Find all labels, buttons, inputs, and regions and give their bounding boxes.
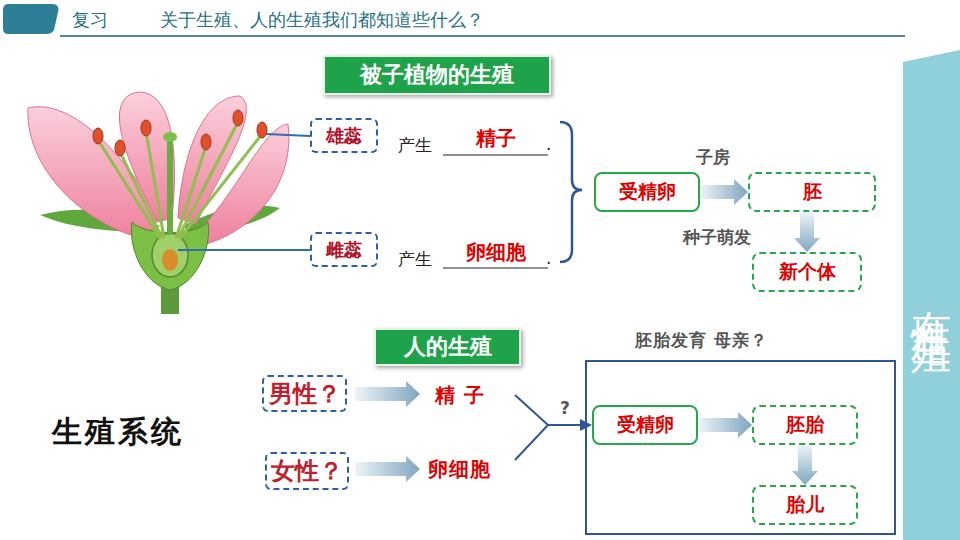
question-box: 男性？ [262,375,347,412]
node-text: 胎儿 [786,492,824,518]
stage-box: 受精卵 [594,172,700,212]
block-arrow [792,445,818,485]
node-text: 男性？ [269,378,341,410]
gamete-label: 精 子 [435,382,485,409]
section-header: 人的生殖 [374,328,521,366]
section-header: 被子植物的生殖 [323,55,551,95]
block-arrow [794,212,820,252]
node-text: 雄蕊 [326,124,362,148]
stamen-filament [178,122,238,238]
node-text: 被子植物的生殖 [360,60,514,90]
prompt-text: 产生 [398,134,432,157]
flower-petal [28,107,158,240]
stage-box: 胚胎 [752,405,858,445]
flower-receptacle [131,222,208,290]
stage-box: 胎儿 [752,485,858,525]
flower-style [167,140,173,235]
node-text: 胚胎发育 母亲？ [635,329,768,352]
stamen-filament [98,140,160,238]
blank-underline [443,268,548,269]
flower-ovary [152,233,188,277]
stage-box: 胚 [748,172,876,212]
header-rule [60,35,905,37]
block-arrow [700,179,748,205]
stamen-anther [93,128,103,144]
flower-ovule [162,249,178,271]
stamen-filament [120,152,162,238]
flower-petal [119,92,174,222]
leader-line [266,134,310,136]
punctuation: . [546,134,551,154]
group-frame: 胚胎发育 母亲？受精卵胚胎胎儿 [585,360,896,535]
node-text: 受精卵 [617,412,674,438]
stamen-filament [180,134,262,238]
flower-petal [178,96,246,224]
stamen-anther [257,122,267,138]
topic-label: 生殖系统 [52,412,184,453]
flower-illustration [28,92,289,314]
answer-text: 卵细胞 [443,239,548,266]
stamen-anther [115,140,125,156]
question-box: 女性？ [265,452,349,490]
stamen-filament [146,132,164,238]
stage-box: 新个体 [752,252,862,292]
blank-underline [443,155,548,156]
question-mark: ? [560,398,570,418]
header-tab [3,4,58,34]
stamen-anther [201,134,211,150]
edge-label: 子房 [696,146,730,169]
node-text: 受精卵 [619,179,676,205]
block-arrow [698,412,752,438]
stamen-anther [233,110,243,126]
stamen-filament [176,146,206,238]
stamen-anther [141,120,151,136]
node-text: 有性生殖 [904,279,959,311]
node-text: 雌蕊 [326,238,362,262]
slide-title: 关于生殖、人的生殖我们都知道些什么？ [160,8,484,32]
leader-line [178,249,310,251]
block-arrow [355,456,420,482]
node-text: 胚 [803,179,822,205]
stage-box: 受精卵 [592,405,698,445]
merge-line [515,395,548,460]
section-tag: 复习 [72,8,108,32]
answer-text: 精子 [443,125,548,152]
punctuation: . [546,248,551,268]
curly-bracket [560,122,582,262]
organ-box: 雌蕊 [310,232,378,267]
node-text: 人的生殖 [404,332,492,362]
flower-sepal [182,205,280,232]
node-text: 新个体 [779,259,836,285]
edge-label: 种子萌发 [683,226,751,249]
merge-line [548,424,584,426]
prompt-text: 产生 [398,248,432,271]
flower-petal [192,124,289,246]
block-arrow [355,381,420,407]
flower-stem [161,272,179,314]
organ-box: 雄蕊 [310,118,378,153]
node-text: 胚胎 [786,412,824,438]
flower-stigma [163,132,177,142]
gamete-label: 卵细胞 [428,456,491,483]
node-text: 女性？ [271,455,343,487]
flower-sepal [40,210,160,232]
side-band: 有性生殖 [903,50,960,540]
